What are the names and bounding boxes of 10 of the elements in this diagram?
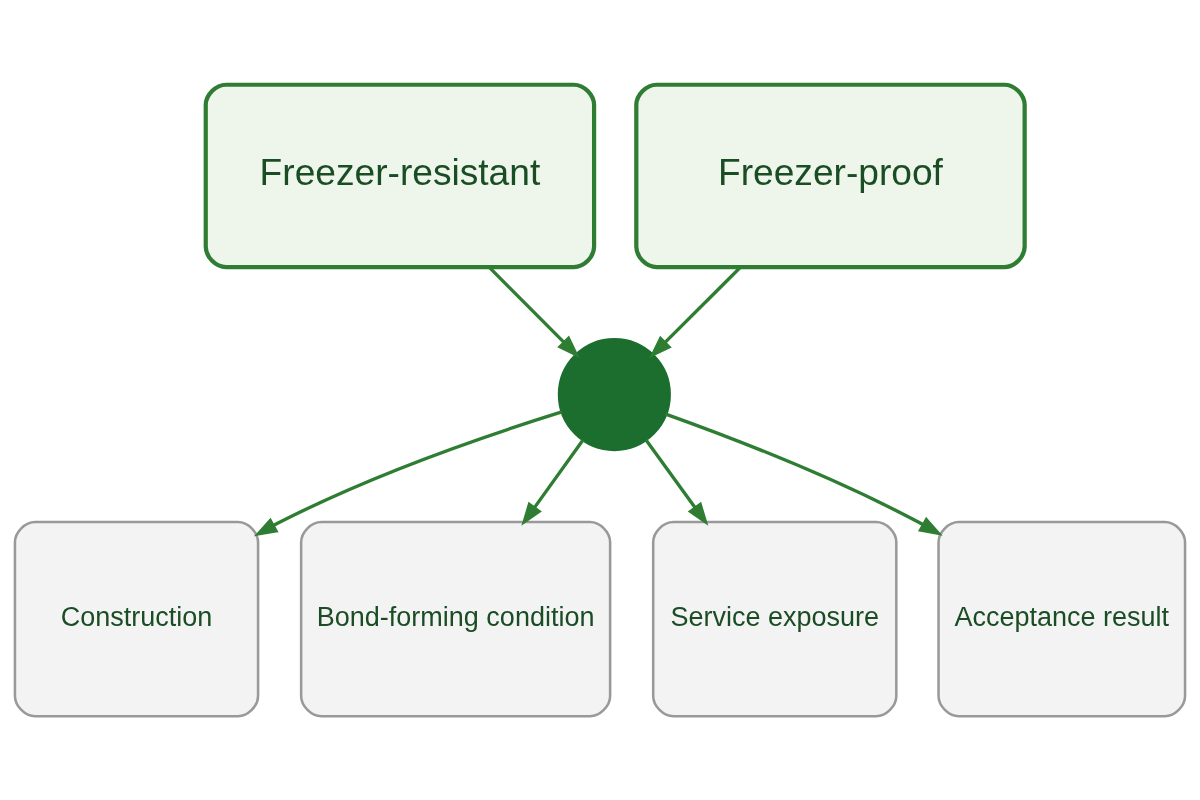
node-box: Service exposure xyxy=(651,520,898,717)
arrow xyxy=(665,412,943,536)
arrow xyxy=(644,438,709,526)
arrow xyxy=(253,409,563,536)
node-box: Bond-forming condition xyxy=(299,520,612,717)
node-box: Freezer-proof xyxy=(634,82,1027,269)
node-box: Construction xyxy=(13,520,260,717)
arrow xyxy=(521,438,585,526)
node-box: Freezer-resistant xyxy=(203,82,597,269)
node-box: Acceptance result xyxy=(937,520,1187,717)
